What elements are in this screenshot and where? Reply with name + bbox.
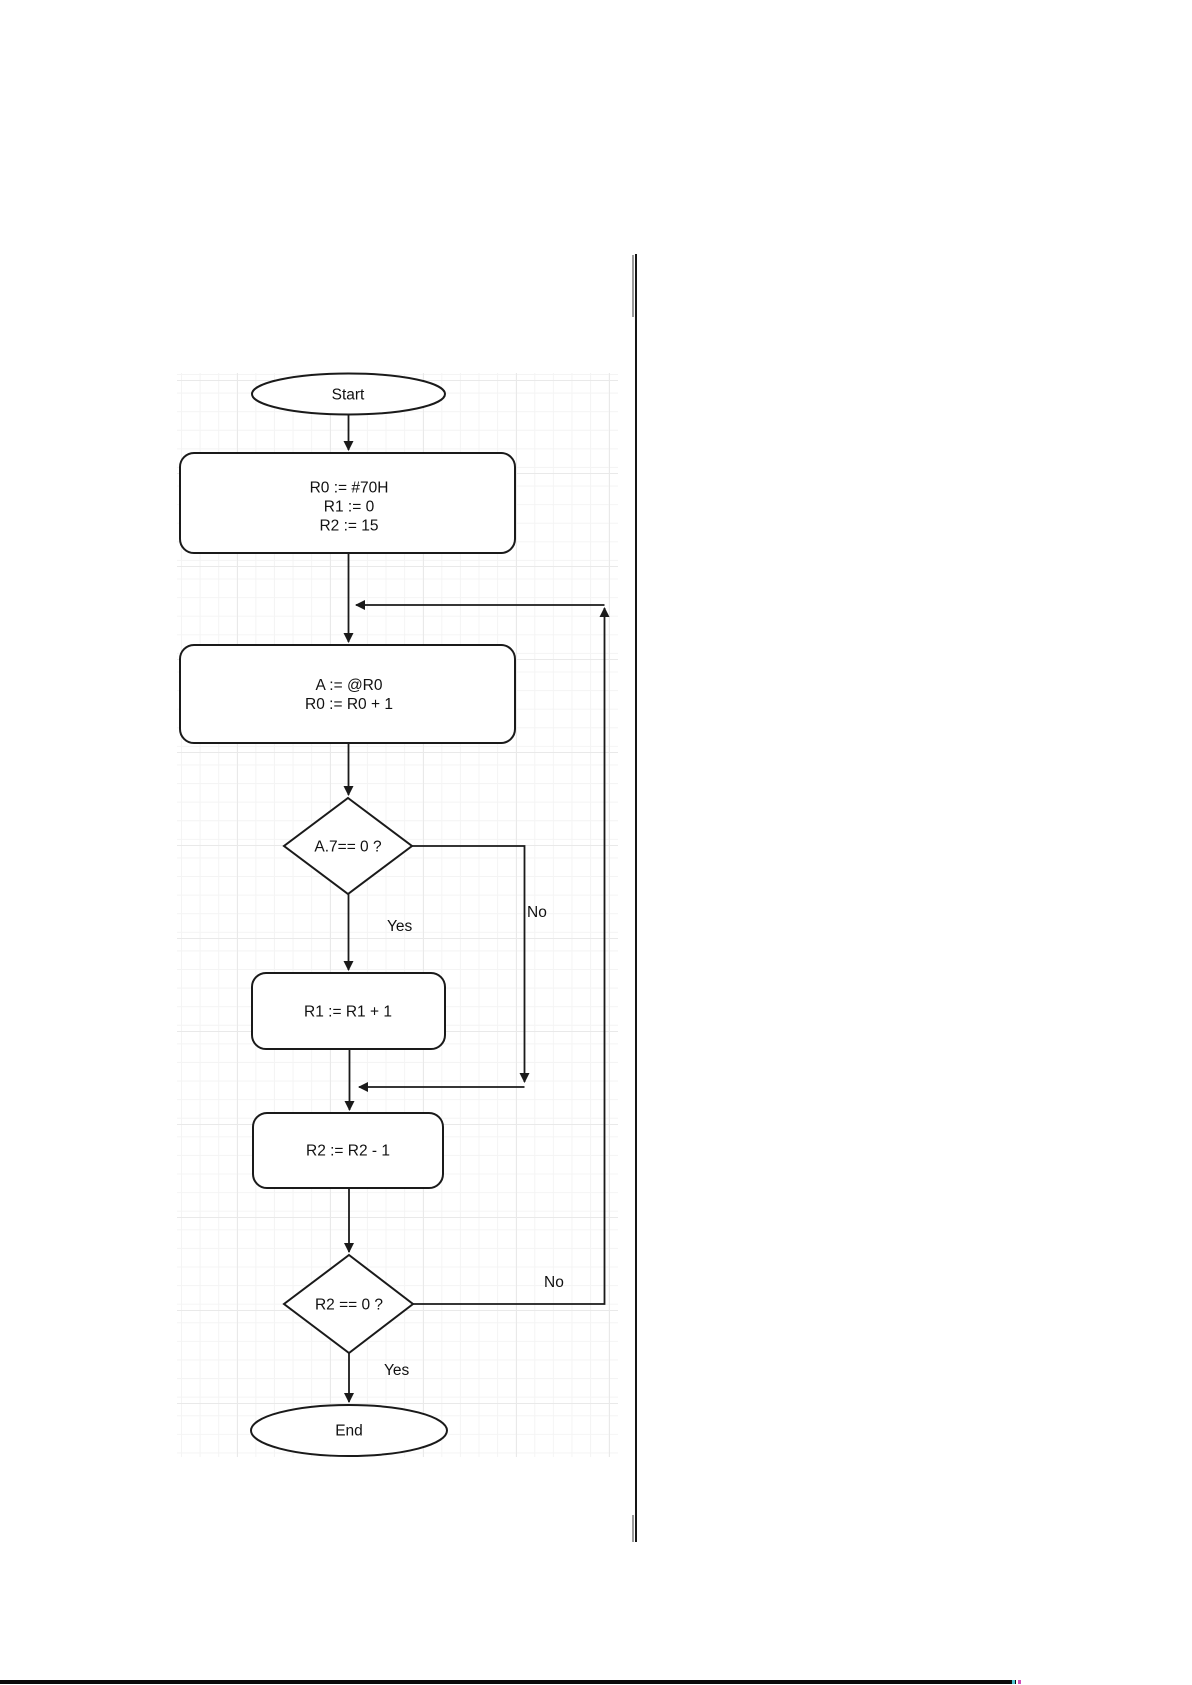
artifact-dot-magenta — [1018, 1680, 1021, 1684]
check-bit-label: A.7== 0 ? — [314, 838, 382, 856]
page-divider-line — [635, 254, 637, 1542]
node-check-r2-decision — [282, 1253, 415, 1355]
read-line-2: R0 := R0 + 1 — [305, 696, 393, 713]
edge-label-check-bit-no: No — [527, 904, 547, 921]
page-bottom-rule — [0, 1680, 1016, 1684]
edge-check-r2-no-feedback — [413, 607, 610, 1305]
divider-gray-mark-bottom — [632, 1515, 634, 1542]
divider-gray-mark-top — [632, 255, 634, 317]
init-line-1: R0 := #70H — [309, 479, 389, 497]
inc-r1-label: R1 := R1 + 1 — [304, 1003, 392, 1021]
node-inc-r1-process — [251, 972, 446, 1050]
edge-label-check-r2-no: No — [544, 1274, 564, 1291]
dec-r2-label: R2 := R2 - 1 — [306, 1142, 390, 1160]
init-line-3: R2 := 15 — [319, 517, 379, 535]
node-end-terminator — [250, 1404, 448, 1457]
read-line-1: A := @R0 — [315, 677, 383, 694]
edge-label-check-bit-yes: Yes — [387, 918, 413, 935]
node-dec-r2-process — [252, 1112, 444, 1189]
edge-check-bit-no — [412, 845, 530, 1083]
read-label: A := @R0 R0 := R0 + 1 — [305, 676, 393, 714]
node-read-process — [179, 644, 516, 744]
node-start-terminator — [251, 372, 446, 416]
artifact-dot-cyan — [1012, 1680, 1015, 1684]
node-init-process — [179, 452, 516, 554]
check-r2-label: R2 == 0 ? — [314, 1296, 384, 1314]
init-line-2: R1 := 0 — [323, 498, 375, 516]
end-label: End — [335, 1422, 363, 1440]
node-check-bit-decision — [282, 796, 414, 896]
edge-label-check-r2-yes: Yes — [384, 1362, 410, 1379]
start-label: Start — [331, 386, 365, 404]
